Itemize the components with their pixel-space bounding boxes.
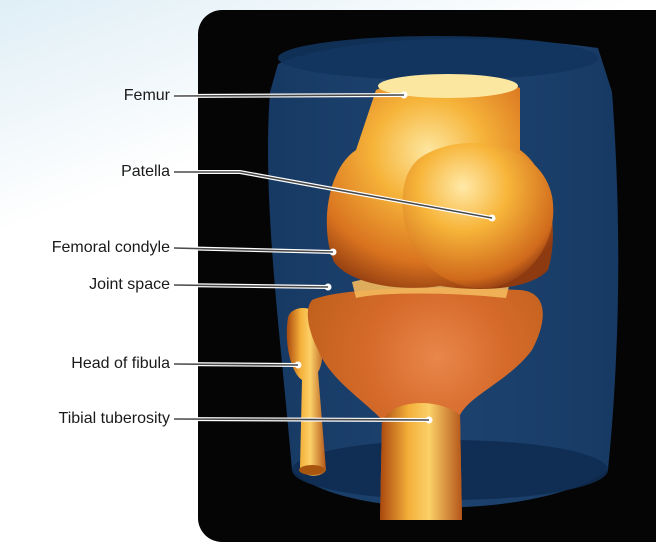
label-tibial-tuberosity: Tibial tuberosity (59, 410, 170, 428)
leader-head-of-fibula (174, 364, 298, 365)
label-femur: Femur (124, 87, 170, 105)
label-patella: Patella (121, 163, 170, 181)
label-head-of-fibula: Head of fibula (71, 355, 170, 373)
leader-tibial-tuberosity (174, 419, 429, 420)
label-joint-space: Joint space (89, 276, 170, 294)
label-femoral-condyle: Femoral condyle (52, 239, 170, 257)
leader-femur (174, 95, 404, 96)
